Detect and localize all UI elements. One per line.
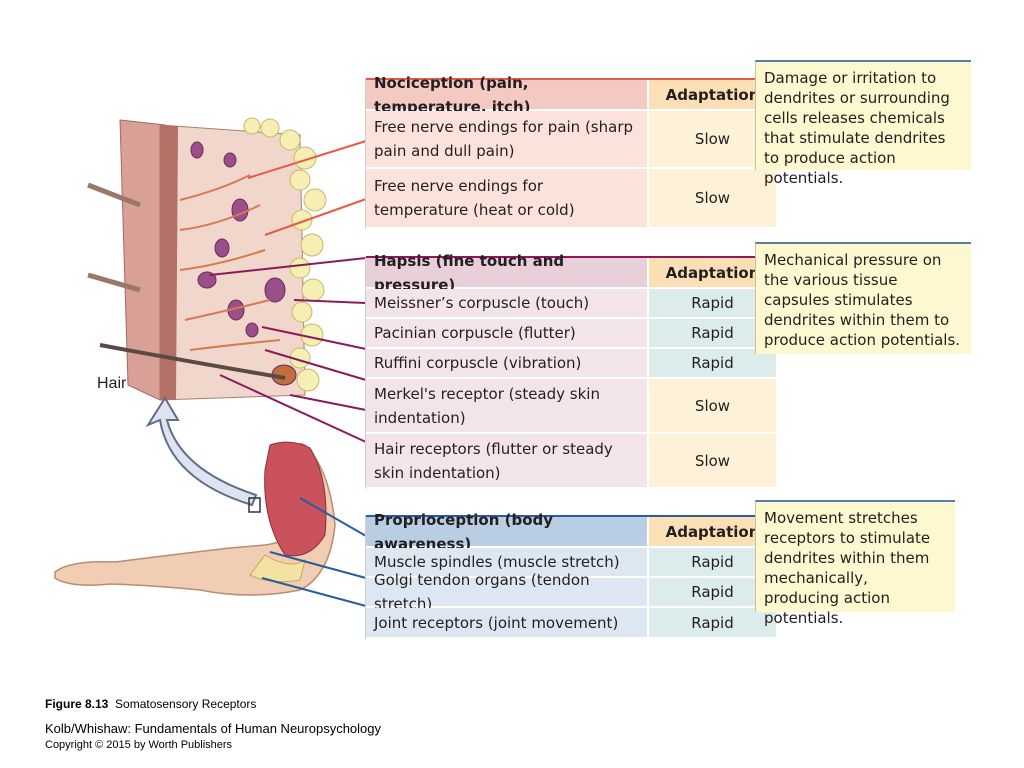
copyright-notice: Copyright © 2015 by Worth Publishers bbox=[45, 739, 233, 751]
zoom-arrow bbox=[145, 396, 258, 507]
hapsis-table: Hapsis (fine touch and pressure) Adaptat… bbox=[365, 252, 776, 489]
hair-shaft bbox=[99, 343, 286, 380]
receptor-cell: Merkel's receptor (steady skin indentati… bbox=[366, 379, 649, 432]
table-row: Muscle spindles (muscle stretch) Rapid bbox=[366, 548, 776, 578]
hapsis-mechanism-note: Mechanical pressure on the various tissu… bbox=[755, 242, 971, 354]
nociception-mechanism-note: Damage or irritation to dendrites or sur… bbox=[755, 60, 971, 187]
skin-block-side bbox=[119, 119, 166, 401]
adaptation-cell: Rapid bbox=[649, 548, 776, 576]
table-row: Joint receptors (joint movement) Rapid bbox=[366, 608, 776, 639]
nerve-cables bbox=[87, 182, 141, 293]
proprioception-mechanism-note: Movement stretches receptors to stimulat… bbox=[755, 500, 955, 627]
hapsis-pointer-lines bbox=[209, 257, 367, 443]
figure-title: Somatosensory Receptors bbox=[115, 697, 257, 711]
figure-caption: Figure 8.13 Somatosensory Receptors bbox=[45, 697, 256, 711]
epidermis-layer bbox=[160, 125, 178, 400]
adaptation-cell: Rapid bbox=[649, 349, 776, 377]
adaptation-cell: Rapid bbox=[649, 578, 776, 606]
adaptation-cell: Rapid bbox=[649, 319, 776, 347]
book-citation: Kolb/Whishaw: Fundamentals of Human Neur… bbox=[45, 721, 382, 736]
receptor-cell: Muscle spindles (muscle stretch) bbox=[366, 548, 649, 576]
biceps-muscle bbox=[264, 441, 327, 557]
receptor-cell: Free nerve endings for temperature (heat… bbox=[366, 169, 649, 227]
fat-globules bbox=[243, 117, 327, 392]
adaptation-cell: Slow bbox=[649, 169, 776, 227]
table-row: Meissner’s corpuscle (touch) Rapid bbox=[366, 289, 776, 319]
adaptation-cell: Slow bbox=[649, 379, 776, 432]
table-row: Golgi tendon organs (tendon stretch) Rap… bbox=[366, 571, 776, 613]
receptor-cell: Joint receptors (joint movement) bbox=[366, 608, 649, 637]
receptor-cell: Free nerve endings for pain (sharp pain … bbox=[366, 111, 649, 167]
adaptation-cell: Rapid bbox=[649, 289, 776, 317]
adaptation-cell: Slow bbox=[649, 111, 776, 167]
proprioception-header: Proprioception (body awareness) bbox=[366, 511, 649, 553]
table-row: Pacinian corpuscle (flutter) Rapid bbox=[366, 319, 776, 349]
proprioception-table: Proprioception (body awareness) Adaptati… bbox=[365, 511, 776, 639]
hapsis-adaptation-header: Adaptation bbox=[649, 258, 776, 287]
table-row: Free nerve endings for pain (sharp pain … bbox=[366, 111, 776, 169]
nociception-pointer-lines bbox=[247, 140, 367, 236]
adaptation-cell: Rapid bbox=[649, 608, 776, 637]
figure-number: Figure 8.13 bbox=[45, 697, 109, 711]
table-row: Free nerve endings for temperature (heat… bbox=[366, 169, 776, 229]
nociception-header: Nociception (pain, temperature, itch) bbox=[366, 74, 649, 116]
hair-label: Hair bbox=[97, 375, 127, 392]
nociception-table: Nociception (pain, temperature, itch) Ad… bbox=[365, 74, 776, 229]
zoom-box bbox=[248, 497, 261, 513]
proprioception-header-row: Proprioception (body awareness) Adaptati… bbox=[366, 511, 776, 553]
receptor-bodies bbox=[190, 141, 297, 386]
nerve-fibres bbox=[179, 174, 281, 351]
nociception-adaptation-header: Adaptation bbox=[649, 80, 776, 109]
table-row: Hair receptors (flutter or steady skin i… bbox=[366, 434, 776, 489]
proprioception-adaptation-header: Adaptation bbox=[649, 517, 776, 546]
receptor-cell: Meissner’s corpuscle (touch) bbox=[366, 289, 649, 317]
receptor-cell: Hair receptors (flutter or steady skin i… bbox=[366, 434, 649, 487]
hapsis-header: Hapsis (fine touch and pressure) bbox=[366, 252, 649, 294]
tendon bbox=[249, 554, 306, 583]
receptor-cell: Pacinian corpuscle (flutter) bbox=[366, 319, 649, 347]
receptor-cell: Golgi tendon organs (tendon stretch) bbox=[366, 571, 649, 613]
hapsis-header-row: Hapsis (fine touch and pressure) Adaptat… bbox=[366, 252, 776, 294]
proprioception-pointer-lines bbox=[261, 497, 367, 607]
nociception-header-row: Nociception (pain, temperature, itch) Ad… bbox=[366, 74, 776, 116]
adaptation-cell: Slow bbox=[649, 434, 776, 487]
table-row: Ruffini corpuscle (vibration) Rapid bbox=[366, 349, 776, 379]
receptor-cell: Ruffini corpuscle (vibration) bbox=[366, 349, 649, 377]
table-row: Merkel's receptor (steady skin indentati… bbox=[366, 379, 776, 434]
